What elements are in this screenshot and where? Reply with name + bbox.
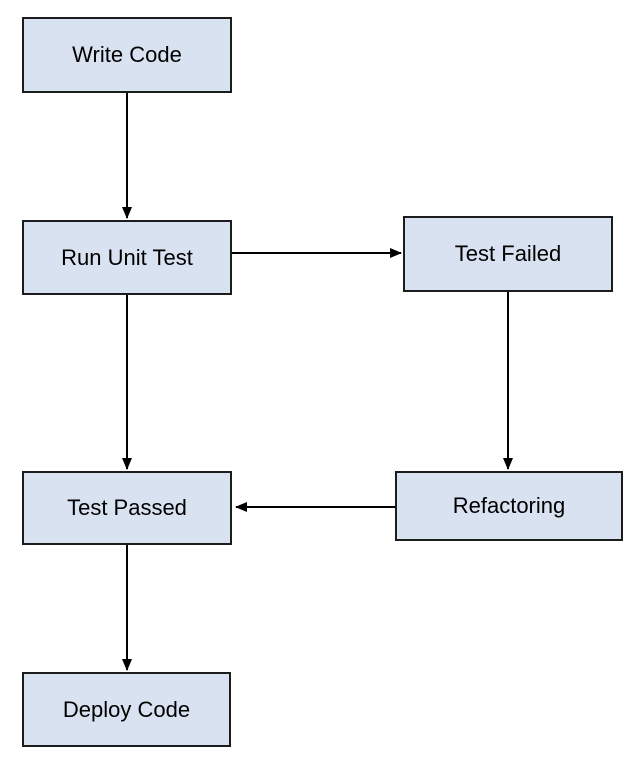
flowchart-node-test-passed: Test Passed <box>22 471 232 545</box>
flowchart-node-deploy-code: Deploy Code <box>22 672 231 747</box>
flowchart-node-write-code: Write Code <box>22 17 232 93</box>
flowchart-node-test-failed: Test Failed <box>403 216 613 292</box>
flowchart-node-run-unit-test: Run Unit Test <box>22 220 232 295</box>
flowchart-node-refactoring: Refactoring <box>395 471 623 541</box>
node-label-write-code: Write Code <box>72 42 182 67</box>
node-label-deploy-code: Deploy Code <box>62 696 191 722</box>
node-label-test-passed: Test Passed <box>67 495 187 520</box>
node-label-refactoring: Refactoring <box>452 493 566 518</box>
node-label-run-unit-test: Run Unit Test <box>61 244 193 270</box>
node-label-test-failed: Test Failed <box>454 241 562 266</box>
